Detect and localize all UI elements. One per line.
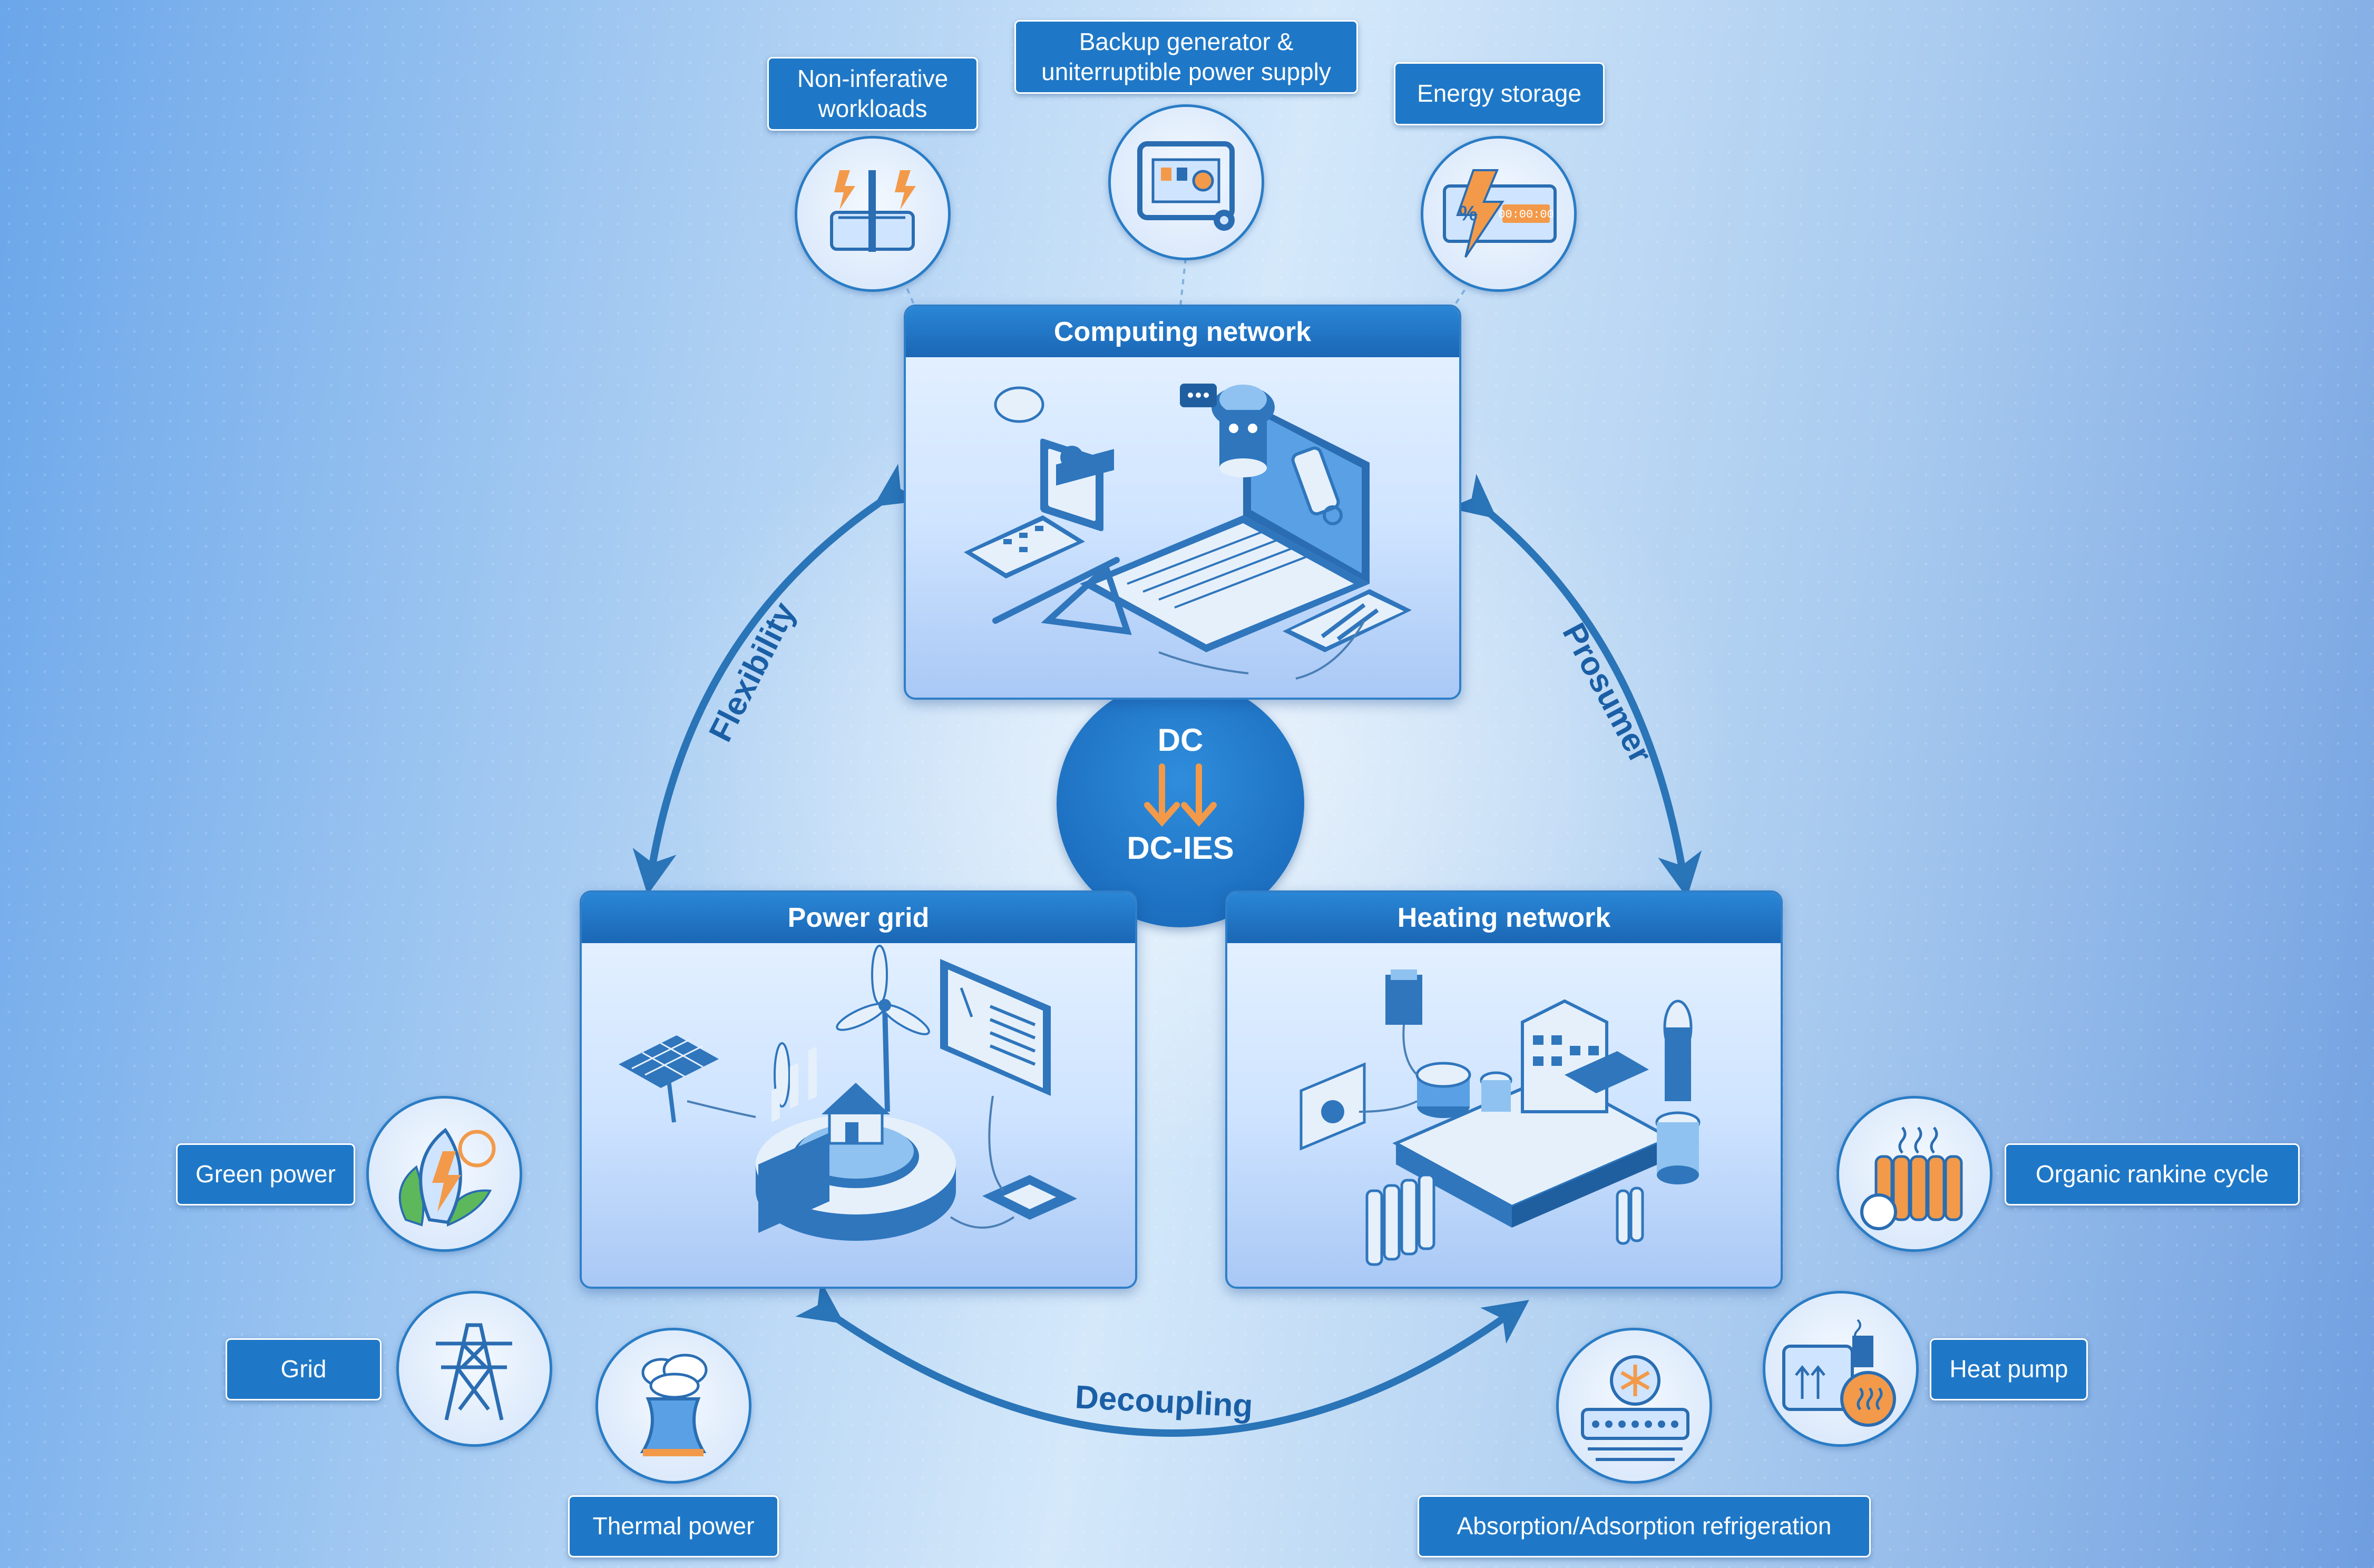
- svg-text:00:00:00: 00:00:00: [1498, 208, 1554, 221]
- heating-plant-illustration: [1300, 969, 1701, 1266]
- heat-pump-icon: [1763, 1291, 1919, 1447]
- thermal-power-label: Thermal power: [568, 1495, 779, 1557]
- cooling-tower-icon: [595, 1328, 751, 1484]
- absorption-refrigeration-label: Absorption/Adsorption refrigeration: [1418, 1495, 1871, 1557]
- computing-network-panel: Computing network: [904, 305, 1461, 700]
- svg-text:%: %: [1459, 202, 1478, 225]
- green-power-label: Green power: [176, 1143, 355, 1206]
- heating-network-title: Heating network: [1227, 893, 1781, 943]
- grid-label: Grid: [226, 1338, 382, 1400]
- power-grid-title: Power grid: [582, 893, 1135, 943]
- energy-storage-label: Energy storage: [1394, 62, 1605, 125]
- smart-grid-illustration: [619, 945, 1077, 1241]
- transmission-tower-icon: [396, 1291, 552, 1447]
- prosumer-arrow: [1448, 474, 1702, 898]
- dc-ies-hub: DC DC-IES: [1057, 680, 1304, 927]
- hub-dc-text: DC: [1157, 722, 1204, 758]
- laptop-server-illustration: [964, 384, 1412, 680]
- organic-rankine-cycle-label: Organic rankine cycle: [2005, 1143, 2300, 1206]
- radiator-icon: [1836, 1096, 1992, 1252]
- non-inferative-workloads-label: Non-inferative workloads: [767, 57, 978, 131]
- battery-icon: 00:00:00 %: [1421, 136, 1577, 292]
- computing-network-title: Computing network: [906, 307, 1459, 357]
- flexibility-arrow: [632, 464, 923, 895]
- workload-balance-icon: [795, 136, 951, 292]
- heat-pump-label: Heat pump: [1930, 1338, 2088, 1400]
- generator-icon: [1108, 104, 1264, 260]
- down-arrows-icon: [1144, 763, 1217, 827]
- hub-dcies-text: DC-IES: [1127, 830, 1234, 866]
- decoupling-arrow: [795, 1280, 1529, 1437]
- refrigeration-icon: [1556, 1328, 1712, 1484]
- heating-network-panel: Heating network: [1225, 890, 1783, 1289]
- power-grid-panel: Power grid: [580, 890, 1137, 1289]
- green-energy-icon: [366, 1096, 522, 1252]
- backup-generator-label: Backup generator & uniterruptible power …: [1014, 20, 1358, 94]
